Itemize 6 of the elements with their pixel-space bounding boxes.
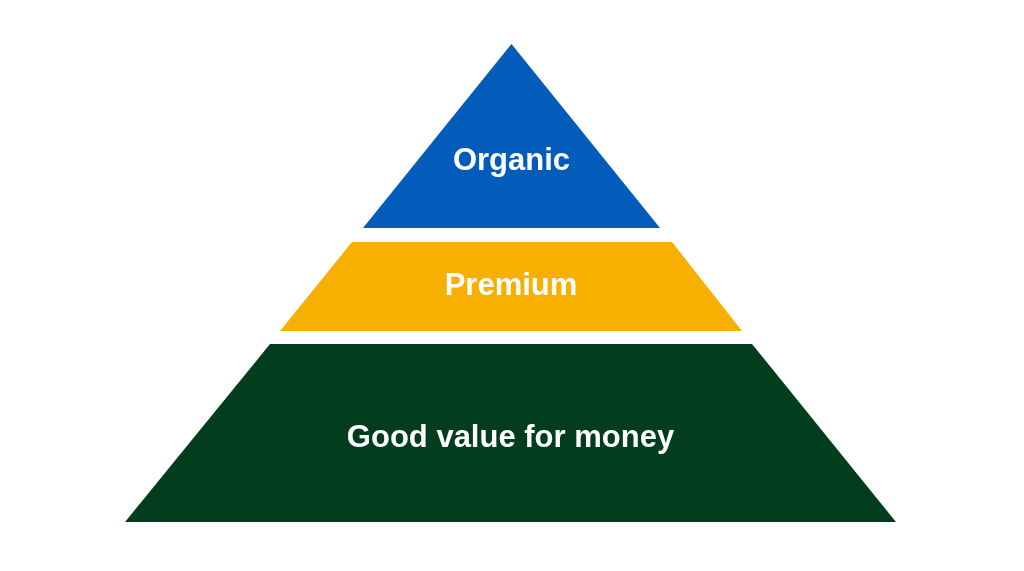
tier-label: Premium bbox=[444, 267, 578, 302]
tier-label: Organic bbox=[452, 142, 571, 177]
trapezoid-tier bbox=[125, 344, 896, 522]
tier-label: Good value for money bbox=[346, 419, 675, 454]
triangle-tier bbox=[363, 44, 660, 228]
trapezoid-tier bbox=[280, 242, 742, 331]
